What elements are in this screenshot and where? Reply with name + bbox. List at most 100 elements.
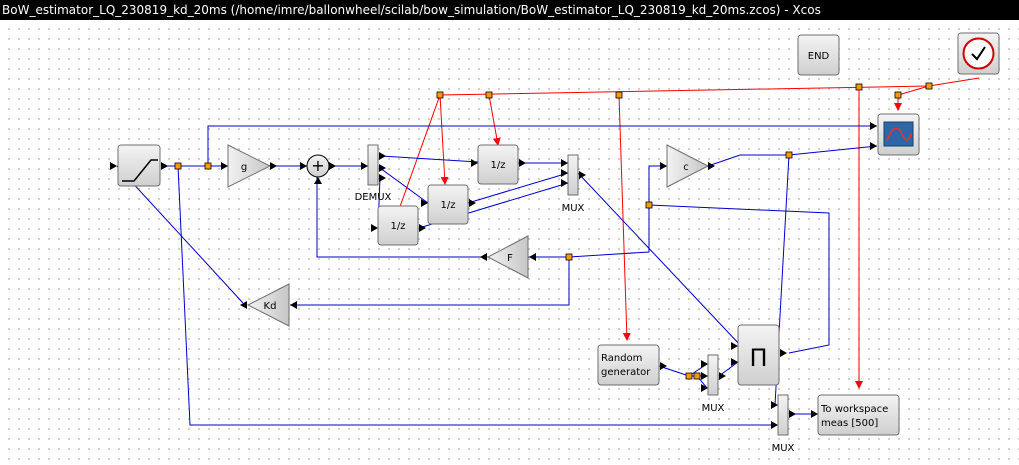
mux-ws-input-port[interactable] (771, 421, 778, 429)
split-point[interactable] (785, 151, 793, 159)
split-point[interactable] (565, 253, 573, 261)
link-to-product[interactable] (648, 204, 830, 354)
delay-bot-block[interactable]: 1/z (371, 205, 426, 246)
mux-rand-input-port[interactable] (701, 372, 708, 380)
mux-main-block[interactable]: MUX (561, 154, 586, 214)
event-link-delay-mid[interactable] (439, 94, 449, 185)
link-demux-to-delay-top[interactable] (379, 155, 479, 163)
link-to-gain-c[interactable] (568, 165, 667, 258)
diagram-svg[interactable]: END (0, 20, 1019, 461)
mux-rand-output-port[interactable] (719, 372, 726, 380)
split-point[interactable] (693, 372, 701, 380)
event-link-random[interactable] (618, 94, 631, 341)
product-output-port[interactable] (780, 349, 787, 357)
mux-rand-input-port[interactable] (701, 360, 708, 368)
delay-bot-output-port[interactable] (419, 224, 426, 232)
product-block[interactable]: Π (731, 324, 787, 386)
gain-f-input-port[interactable] (529, 253, 536, 261)
link-demux-to-delay-mid[interactable] (379, 167, 429, 204)
product-input-port[interactable] (731, 358, 738, 366)
split-point[interactable] (855, 83, 863, 91)
event-link-delay-top[interactable] (488, 94, 501, 146)
mux-main-label: MUX (562, 203, 585, 214)
random-generator-block[interactable]: Random generator (597, 344, 667, 386)
link-mux-rand-to-product[interactable] (718, 361, 739, 377)
gain-c-output-port[interactable] (708, 162, 715, 170)
gain-kd-block[interactable]: Kd (240, 283, 297, 327)
delay-mid-block[interactable]: 1/z (421, 184, 476, 225)
clock-block[interactable] (957, 32, 1000, 75)
delay-top-input-port[interactable] (471, 159, 478, 167)
delay-mid-output-port[interactable] (469, 199, 476, 207)
split-point[interactable] (485, 91, 493, 99)
to-workspace-input-port[interactable] (811, 410, 818, 418)
demux-block[interactable]: DEMUX (355, 144, 392, 203)
event-link-main-bus[interactable] (439, 85, 930, 96)
delay-bot-input-port[interactable] (371, 224, 378, 232)
gain-g-input-port[interactable] (221, 162, 228, 170)
sum-output-port[interactable] (329, 162, 336, 170)
random-generator-output-port[interactable] (660, 362, 667, 370)
scope-input-port[interactable] (870, 122, 877, 130)
to-workspace-block[interactable]: To workspace meas [500] (811, 394, 900, 436)
demux-input-port[interactable] (361, 162, 368, 170)
window-title: BoW_estimator_LQ_230819_kd_20ms (/home/i… (0, 0, 1019, 20)
mux-main-input-port[interactable] (561, 159, 568, 167)
split-point[interactable] (204, 162, 212, 170)
link-delay-mid-to-mux[interactable] (467, 172, 569, 204)
delay-top-output-port[interactable] (519, 159, 526, 167)
gain-kd-input-port[interactable] (290, 301, 297, 309)
link-ramp-to-mux-ws[interactable] (177, 165, 775, 426)
link-to-gain-kd[interactable] (290, 257, 570, 306)
demux-output-port[interactable] (379, 164, 386, 172)
split-point[interactable] (436, 91, 444, 99)
event-link-delay-bot[interactable] (395, 94, 441, 216)
event-link-scope[interactable] (894, 85, 930, 111)
ramp-output-port[interactable] (161, 162, 168, 170)
link-ramp-to-scope[interactable] (207, 125, 877, 166)
demux-output-port[interactable] (379, 174, 386, 182)
link-mux-to-product[interactable] (577, 172, 742, 347)
split-point[interactable] (685, 372, 693, 380)
diagram-canvas[interactable]: END (0, 20, 1019, 461)
split-points (174, 82, 933, 380)
gain-g-block[interactable]: g (221, 144, 277, 188)
ramp-block[interactable] (110, 144, 168, 187)
gain-c-input-port[interactable] (660, 162, 667, 170)
split-point[interactable] (615, 91, 623, 99)
link-c-out[interactable] (707, 154, 789, 167)
ramp-port[interactable] (110, 162, 117, 170)
sum-input-port[interactable] (314, 177, 322, 184)
split-point[interactable] (645, 201, 653, 209)
mux-main-output-port[interactable] (579, 171, 586, 179)
delay-mid-input-port[interactable] (421, 199, 428, 207)
demux-output-port[interactable] (379, 152, 386, 160)
link-kd-feedback[interactable] (116, 165, 244, 304)
link-c-to-scope[interactable] (788, 145, 878, 156)
scope-block[interactable] (870, 113, 920, 156)
mux-main-input-port[interactable] (561, 169, 568, 177)
event-link-clock-out[interactable] (928, 77, 980, 87)
delay-top-block[interactable]: 1/z (471, 144, 526, 185)
gain-kd-output-port[interactable] (240, 301, 247, 309)
product-input-port[interactable] (731, 342, 738, 350)
end-block[interactable]: END (797, 34, 840, 76)
split-point[interactable] (174, 162, 182, 170)
sum-block[interactable]: + (300, 154, 336, 184)
mux-main-input-port[interactable] (561, 179, 568, 187)
gain-f-block[interactable]: F (480, 235, 536, 279)
end-block-label: END (808, 51, 830, 62)
split-point[interactable] (925, 82, 933, 90)
link-f-to-sum[interactable] (316, 177, 488, 258)
mux-ws-block[interactable]: MUX (771, 394, 796, 454)
gain-f-output-port[interactable] (480, 253, 487, 261)
mux-ws-input-port[interactable] (771, 401, 778, 409)
mux-rand-block[interactable]: MUX (701, 354, 726, 414)
gain-c-block[interactable]: c (660, 144, 715, 188)
gain-g-output-port[interactable] (270, 162, 277, 170)
mux-rand-input-port[interactable] (701, 384, 708, 392)
sum-input-port[interactable] (300, 162, 307, 170)
scope-input-port[interactable] (870, 142, 877, 150)
split-point[interactable] (894, 91, 902, 99)
mux-ws-output-port[interactable] (789, 410, 796, 418)
